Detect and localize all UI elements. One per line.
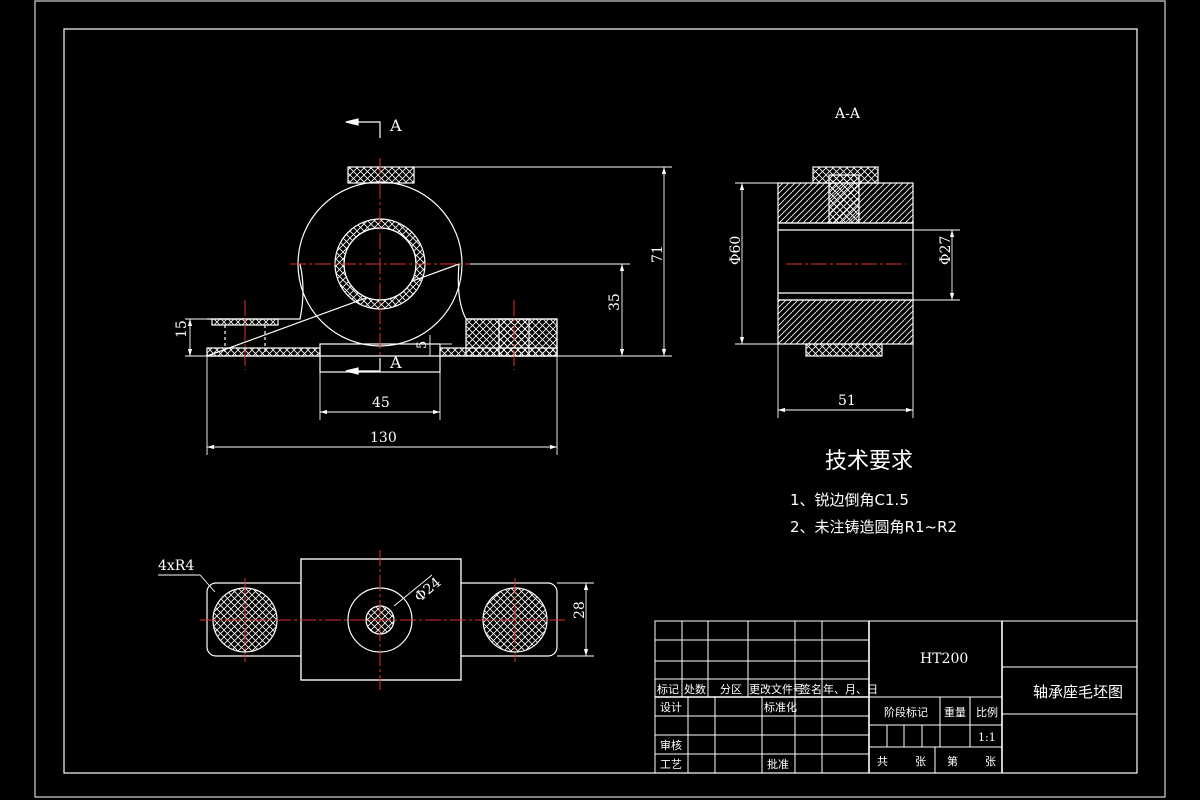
dim-d27: Φ27 xyxy=(938,236,954,265)
outer-border xyxy=(34,0,1166,798)
tb-row-biaozhunhua: 标准化 xyxy=(764,700,797,714)
section-mark-bottom: A xyxy=(389,353,402,372)
front-view xyxy=(206,166,558,373)
dim-51: 51 xyxy=(838,393,856,409)
inner-frame xyxy=(63,28,1138,774)
dim-15: 15 xyxy=(174,320,190,338)
tb-col-date: 年、月、日 xyxy=(823,682,878,696)
section-view xyxy=(777,166,914,357)
tb-zhang2: 张 xyxy=(985,755,996,768)
tb-gong: 共 xyxy=(877,755,888,768)
top-centerlines xyxy=(200,550,565,690)
section-title: A-A xyxy=(834,106,861,122)
title-block-text: HT200 轴承座毛坯图 标记 处数 分区 更改文件号 签名 年、月、日 设计 … xyxy=(657,651,1123,771)
section-arrow-bottom xyxy=(345,358,381,375)
front-dimension-lines xyxy=(185,166,672,455)
tech-item-2: 2、未注铸造圆角R1~R2 xyxy=(790,518,957,536)
title-block-grid xyxy=(654,620,1138,774)
dim-71: 71 xyxy=(650,245,666,263)
tech-title: 技术要求 xyxy=(825,449,913,474)
tb-row-pizhun: 批准 xyxy=(767,757,789,771)
tb-row-gongyi: 工艺 xyxy=(660,758,682,771)
top-dimension-lines xyxy=(158,574,594,657)
tb-col-qianming: 签名 xyxy=(800,682,822,696)
tb-zhang1: 张 xyxy=(915,755,926,768)
tb-row-shenhe: 审核 xyxy=(660,738,682,752)
dim-4xr4: 4xR4 xyxy=(158,558,194,574)
dim-d60: Φ60 xyxy=(728,236,744,265)
dim-130: 130 xyxy=(370,430,397,446)
front-centerlines xyxy=(244,158,515,370)
tb-scale-label: 比例 xyxy=(976,705,998,719)
tb-col-genggai: 更改文件号 xyxy=(749,682,804,696)
dim-35: 35 xyxy=(607,293,623,311)
section-dimension-lines xyxy=(735,182,960,418)
tb-stage-mark: 阶段标记 xyxy=(884,705,928,719)
tb-col-fenqu: 分区 xyxy=(720,683,742,696)
tech-item-1: 1、锐边倒角C1.5 xyxy=(790,491,909,509)
tb-row-sheji: 设计 xyxy=(660,701,682,714)
tb-col-biaoji: 标记 xyxy=(657,682,679,696)
dim-5: 5 xyxy=(415,341,430,349)
tb-drawing-name: 轴承座毛坯图 xyxy=(1033,683,1123,701)
dim-28: 28 xyxy=(572,601,588,619)
section-arrow-top xyxy=(345,118,381,138)
section-mark-top: A xyxy=(389,116,402,135)
tb-scale-value: 1:1 xyxy=(978,731,996,744)
tb-col-chushu: 处数 xyxy=(684,683,706,696)
tb-material: HT200 xyxy=(920,651,968,667)
tb-weight: 重量 xyxy=(944,705,966,719)
dim-45: 45 xyxy=(372,395,390,411)
tb-di: 第 xyxy=(947,754,958,768)
